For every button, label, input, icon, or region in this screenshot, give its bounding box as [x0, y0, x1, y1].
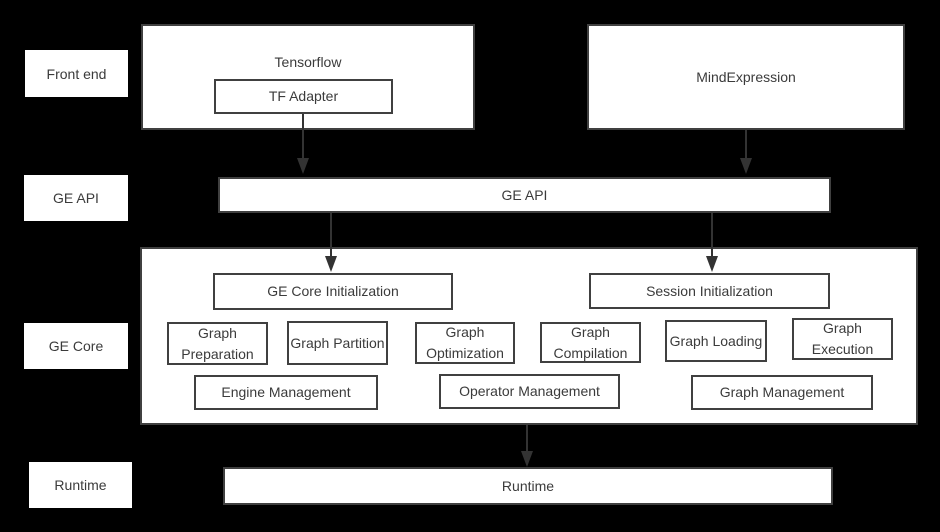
engine-management-box: Engine Management: [194, 375, 378, 410]
graph-loading-box: Graph Loading: [665, 320, 767, 362]
arrow-gecore-to-runtime-line: [526, 425, 528, 451]
tf-adapter-box: TF Adapter: [214, 79, 393, 114]
layer-label-ge-core: GE Core: [24, 323, 128, 369]
layer-label-front-end: Front end: [25, 50, 128, 97]
session-initialization-box: Session Initialization: [589, 273, 830, 309]
arrow-tfadapter-to-geapi-line: [302, 114, 304, 158]
arrow-mindexpression-to-geapi-line: [745, 130, 747, 158]
graph-partition-box: Graph Partition: [287, 321, 388, 365]
arrow-geapi-to-gecoreinit-head: [325, 256, 337, 272]
ge-core-initialization-box: GE Core Initialization: [213, 273, 453, 310]
arrow-geapi-to-sessioninit-line: [711, 213, 713, 256]
graph-optimization-box: Graph Optimization: [415, 322, 515, 364]
arrow-gecore-to-runtime-head: [521, 451, 533, 467]
layer-label-ge-api: GE API: [24, 175, 128, 221]
layer-label-runtime: Runtime: [29, 462, 132, 508]
ge-core-container: GE Core Initialization Session Initializ…: [140, 247, 918, 425]
arrow-geapi-to-sessioninit-head: [706, 256, 718, 272]
arrow-tfadapter-to-geapi-head: [297, 158, 309, 174]
graph-compilation-box: Graph Compilation: [540, 322, 641, 363]
tensorflow-box: Tensorflow TF Adapter: [141, 24, 475, 130]
graph-execution-box: Graph Execution: [792, 318, 893, 360]
graph-preparation-box: Graph Preparation: [167, 322, 268, 365]
arrow-mindexpression-to-geapi-head: [740, 158, 752, 174]
runtime-bar: Runtime: [223, 467, 833, 505]
graph-management-box: Graph Management: [691, 375, 873, 410]
ge-api-bar: GE API: [218, 177, 831, 213]
tensorflow-label: Tensorflow: [274, 54, 342, 70]
arrow-geapi-to-gecoreinit-line: [330, 213, 332, 256]
mindexpression-box: MindExpression: [587, 24, 905, 130]
operator-management-box: Operator Management: [439, 374, 620, 409]
